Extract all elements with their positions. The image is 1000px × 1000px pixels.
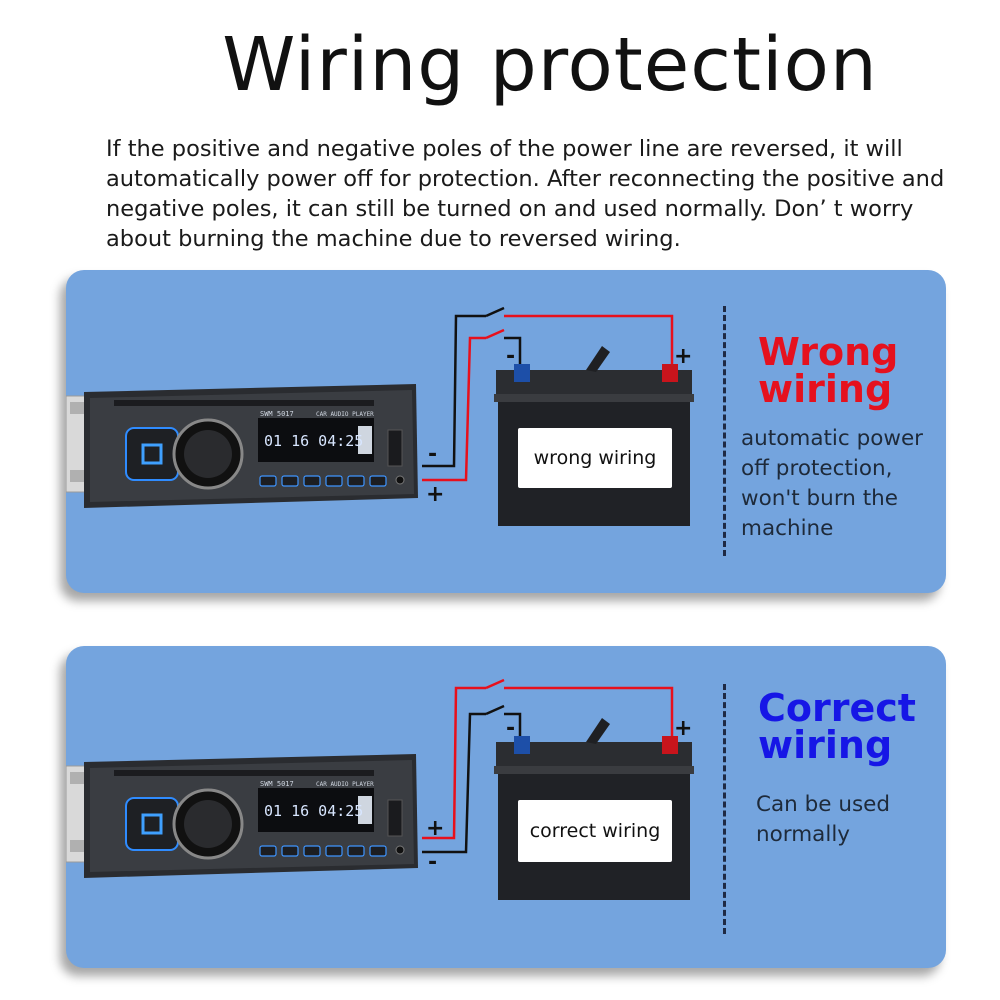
- panel-divider: [723, 306, 726, 556]
- radio-minus-sign: -: [428, 850, 438, 875]
- radio-plus-sign: +: [426, 482, 445, 507]
- correct-wiring-panel: SWM 5017 CAR AUDIO PLAYER 01 16 04:25 corr…: [66, 646, 946, 968]
- radio-display-text: 01 16 04:25: [264, 802, 363, 820]
- car-radio-unit: [84, 754, 418, 878]
- battery-plus-sign: +: [674, 716, 693, 741]
- correct-wiring-diagram: SWM 5017 CAR AUDIO PLAYER 01 16 04:25: [66, 678, 694, 900]
- battery-label: correct wiring: [518, 800, 672, 862]
- wrong-wiring-panel: SWM 5017 CAR AUDIO PLAYER 01 16 04:25 wron…: [66, 270, 946, 593]
- battery-plus-sign: +: [674, 344, 693, 369]
- battery-label: wrong wiring: [518, 428, 672, 488]
- panel-divider: [723, 684, 726, 934]
- page-title: Wiring protection: [222, 22, 878, 108]
- radio-plus-sign: +: [426, 816, 445, 841]
- radio-label-text: CAR AUDIO PLAYER: [316, 781, 374, 788]
- correct-wiring-heading: Correct wiring: [758, 686, 916, 767]
- correct-wiring-description: Can be used normally: [756, 792, 891, 847]
- radio-model-text: SWM 5017: [260, 780, 294, 788]
- wrong-wiring-heading: Wrong wiring: [758, 330, 899, 411]
- radio-minus-sign: -: [428, 442, 438, 467]
- radio-label-text: CAR AUDIO PLAYER: [316, 411, 374, 418]
- radio-model-text: SWM 5017: [260, 410, 294, 418]
- wrong-wiring-description: automatic power off protection, won't bu…: [741, 426, 924, 541]
- battery-minus-sign: -: [506, 344, 516, 369]
- car-radio-unit: [84, 384, 418, 508]
- intro-paragraph: If the positive and negative poles of th…: [106, 136, 945, 252]
- battery-minus-sign: -: [506, 716, 516, 741]
- radio-display-text: 01 16 04:25: [264, 432, 363, 450]
